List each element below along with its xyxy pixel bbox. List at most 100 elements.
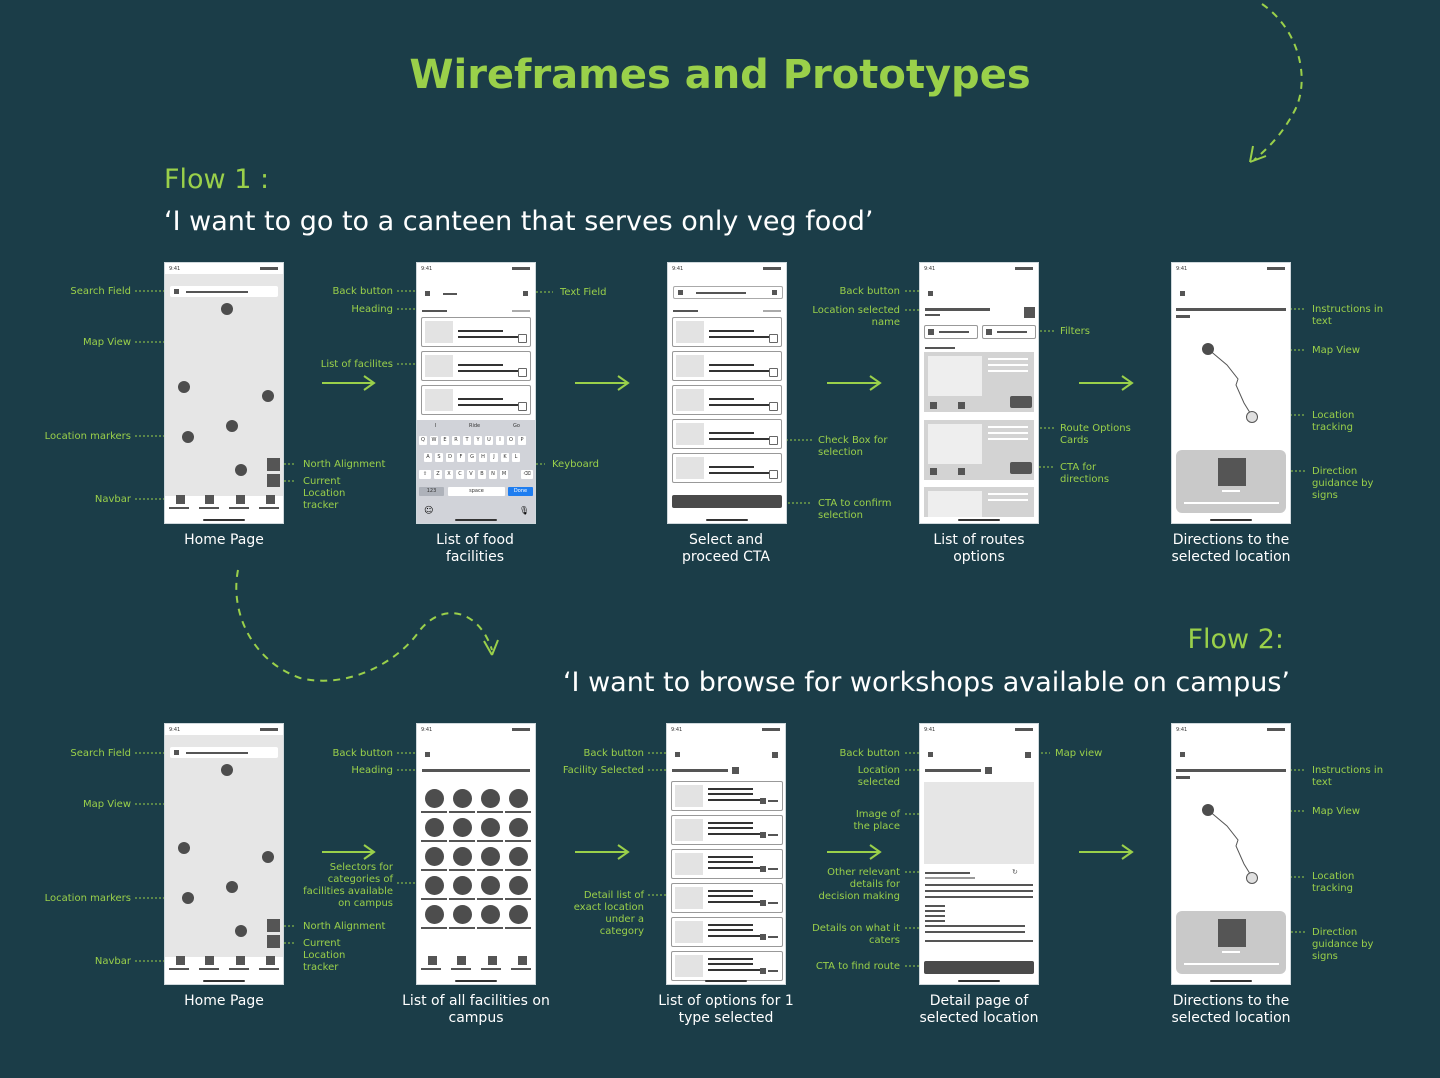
back-button[interactable] xyxy=(675,752,680,757)
category-selector[interactable] xyxy=(481,789,500,808)
category-selector[interactable] xyxy=(453,876,472,895)
back-button[interactable] xyxy=(425,752,430,757)
key[interactable]: T xyxy=(463,436,471,445)
key[interactable]: K xyxy=(501,453,509,462)
find-route-button[interactable] xyxy=(924,961,1034,974)
key[interactable]: O xyxy=(507,436,515,445)
category-selector[interactable] xyxy=(425,905,444,924)
category-selector[interactable] xyxy=(453,905,472,924)
location-marker[interactable] xyxy=(262,390,274,402)
filter-chip[interactable] xyxy=(924,325,978,339)
key[interactable]: Y xyxy=(474,436,482,445)
key[interactable]: U xyxy=(485,436,493,445)
key[interactable]: F xyxy=(457,453,465,462)
key[interactable]: V xyxy=(467,470,475,479)
key[interactable]: S xyxy=(435,453,443,462)
category-selector[interactable] xyxy=(509,818,528,837)
route-option-card[interactable] xyxy=(924,420,1034,480)
list-item[interactable] xyxy=(421,317,531,347)
key[interactable]: C xyxy=(456,470,464,479)
list-item[interactable] xyxy=(671,883,783,913)
key[interactable]: M xyxy=(500,470,508,479)
key[interactable]: W xyxy=(430,436,438,445)
location-marker[interactable] xyxy=(235,464,247,476)
list-item[interactable] xyxy=(672,453,782,483)
list-item[interactable] xyxy=(672,317,782,347)
search-field[interactable] xyxy=(170,747,278,758)
location-marker[interactable] xyxy=(221,764,233,776)
emoji-icon[interactable]: ☺ xyxy=(424,506,434,516)
location-marker[interactable] xyxy=(182,892,194,904)
filter-chip[interactable] xyxy=(982,325,1036,339)
location-marker[interactable] xyxy=(182,431,194,443)
category-selector[interactable] xyxy=(453,789,472,808)
category-selector[interactable] xyxy=(481,905,500,924)
key[interactable]: A xyxy=(424,453,432,462)
flow1-arrow-4 xyxy=(1079,375,1134,391)
back-button[interactable] xyxy=(928,291,933,296)
back-button[interactable] xyxy=(928,752,933,757)
category-selector[interactable] xyxy=(425,876,444,895)
category-selector[interactable] xyxy=(453,847,472,866)
current-location-button[interactable] xyxy=(267,935,280,948)
location-marker[interactable] xyxy=(178,381,190,393)
key[interactable]: L xyxy=(512,453,520,462)
key[interactable]: I xyxy=(496,436,504,445)
key[interactable]: P xyxy=(518,436,526,445)
list-item[interactable] xyxy=(671,849,783,879)
key[interactable]: X xyxy=(445,470,453,479)
list-item[interactable] xyxy=(672,419,782,449)
location-marker[interactable] xyxy=(221,303,233,315)
key[interactable]: J xyxy=(490,453,498,462)
list-item[interactable] xyxy=(421,351,531,381)
category-selector[interactable] xyxy=(481,847,500,866)
location-marker[interactable] xyxy=(235,925,247,937)
directions-cta-button[interactable] xyxy=(1010,462,1032,474)
location-marker[interactable] xyxy=(226,420,238,432)
search-field[interactable] xyxy=(170,286,278,297)
category-selector[interactable] xyxy=(425,847,444,866)
back-button[interactable] xyxy=(1180,752,1185,757)
category-selector[interactable] xyxy=(425,789,444,808)
key[interactable]: Z xyxy=(434,470,442,479)
list-item[interactable] xyxy=(671,815,783,845)
key[interactable]: Q xyxy=(419,436,427,445)
list-item[interactable] xyxy=(672,385,782,415)
search-field[interactable] xyxy=(673,286,783,299)
key[interactable]: E xyxy=(441,436,449,445)
list-item[interactable] xyxy=(671,917,783,947)
category-selector[interactable] xyxy=(509,789,528,808)
location-marker[interactable] xyxy=(178,842,190,854)
category-selector[interactable] xyxy=(425,818,444,837)
category-selector[interactable] xyxy=(481,876,500,895)
key[interactable]: H xyxy=(479,453,487,462)
list-item[interactable] xyxy=(671,951,783,981)
key[interactable]: D xyxy=(446,453,454,462)
key[interactable]: N xyxy=(489,470,497,479)
route-option-card[interactable] xyxy=(924,352,1034,412)
list-item[interactable] xyxy=(672,351,782,381)
category-selector[interactable] xyxy=(453,818,472,837)
microphone-icon[interactable]: 🎙 xyxy=(519,506,530,515)
north-alignment-button[interactable] xyxy=(267,919,280,932)
category-selector[interactable] xyxy=(509,876,528,895)
route-option-card[interactable] xyxy=(924,487,1034,517)
category-selector[interactable] xyxy=(509,905,528,924)
key[interactable]: B xyxy=(478,470,486,479)
category-selector[interactable] xyxy=(481,818,500,837)
confirm-cta-button[interactable] xyxy=(672,495,782,508)
list-item[interactable] xyxy=(421,385,531,415)
back-button[interactable] xyxy=(1180,291,1185,296)
key[interactable]: R xyxy=(452,436,460,445)
text-field[interactable] xyxy=(523,291,528,296)
list-item[interactable] xyxy=(671,781,783,811)
key[interactable]: G xyxy=(468,453,476,462)
location-marker[interactable] xyxy=(262,851,274,863)
back-button[interactable] xyxy=(425,291,430,296)
current-location-button[interactable] xyxy=(267,474,280,487)
north-alignment-button[interactable] xyxy=(267,458,280,471)
category-selector[interactable] xyxy=(509,847,528,866)
location-marker[interactable] xyxy=(226,881,238,893)
map-view-button[interactable] xyxy=(1025,752,1031,758)
